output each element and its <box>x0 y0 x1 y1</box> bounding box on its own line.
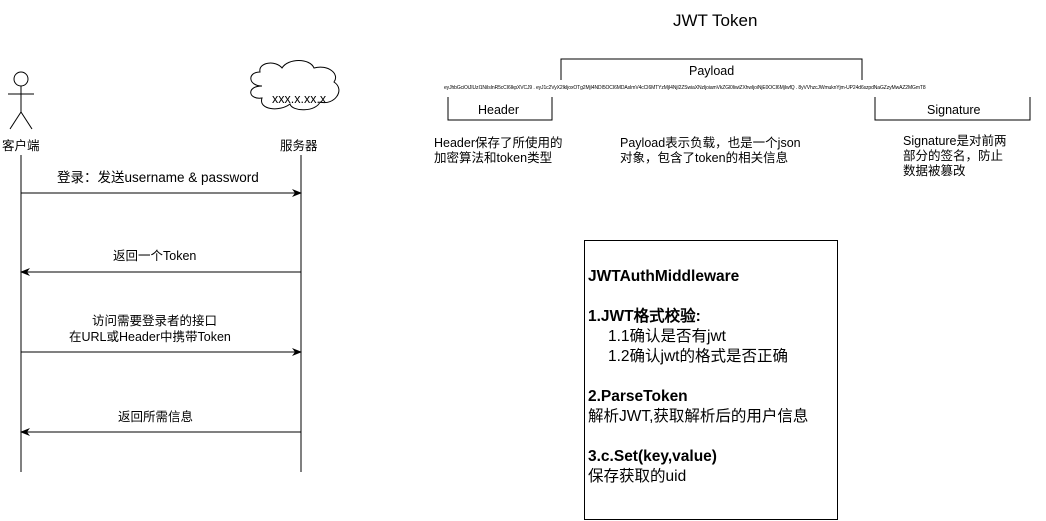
message-label-access-line1: 访问需要登录者的接口 <box>92 314 218 328</box>
server-cloud-icon <box>250 60 340 111</box>
client-actor-icon <box>8 71 34 130</box>
signature-desc-line3: 数据被篡改 <box>903 164 966 178</box>
jwt-token-string: eyJhbGciOiJIUzI1NiIsInR5cCI6IkpXVCJ9 . e… <box>444 85 926 91</box>
signature-desc-line1: Signature是对前两 <box>903 134 1007 148</box>
signature-desc-line2: 部分的签名，防止 <box>903 149 1004 163</box>
header-desc-line1: Header保存了所使用的 <box>434 136 563 150</box>
payload-label: Payload <box>689 64 735 78</box>
message-label-login: 登录：发送username & password <box>57 170 259 185</box>
middleware-step2-desc: 解析JWT,获取解析后的用户信息 <box>588 408 809 425</box>
server-label: 服务器 <box>280 139 318 153</box>
message-label-token: 返回一个Token <box>113 249 197 263</box>
client-label: 客户端 <box>2 139 40 153</box>
middleware-step1-item: 1.2确认jwt的格式是否正确 <box>608 348 788 365</box>
middleware-box: JWTAuthMiddleware 1.JWT格式校验: 1.1确认是否有jwt… <box>584 240 838 520</box>
middleware-step1-title: 1.JWT格式校验: <box>588 308 701 325</box>
middleware-step3-desc: 保存获取的uid <box>588 468 687 485</box>
header-desc-line2: 加密算法和token类型 <box>434 151 553 165</box>
header-bracket <box>447 97 553 121</box>
signature-label: Signature <box>927 103 981 117</box>
payload-desc-line1: Payload表示负载，也是一个json <box>620 136 801 150</box>
signature-bracket <box>874 97 1031 121</box>
payload-bracket <box>560 58 863 80</box>
middleware-step2-title: 2.ParseToken <box>588 388 688 405</box>
middleware-title: JWTAuthMiddleware <box>588 268 740 285</box>
payload-desc-line2: 对象，包含了token的相关信息 <box>620 151 789 165</box>
jwt-title: JWT Token <box>673 11 758 30</box>
middleware-step3-title: 3.c.Set(key,value) <box>588 448 717 465</box>
header-label: Header <box>478 103 519 117</box>
middleware-step1-item: 1.1确认是否有jwt <box>608 328 726 345</box>
message-label-result: 返回所需信息 <box>118 410 194 424</box>
server-cloud-text: xxx.x.xx.x <box>272 92 327 106</box>
message-label-access-line2: 在URL或Header中携带Token <box>69 330 231 344</box>
